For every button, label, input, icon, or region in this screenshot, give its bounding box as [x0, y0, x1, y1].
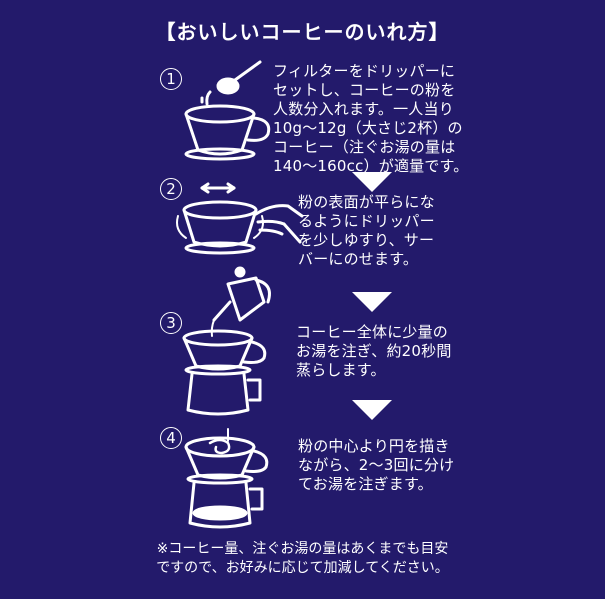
- step-1-text: フィルターをドリッパーに セットし、コーヒーの粉を 人数分入れます。一人当り 1…: [273, 62, 469, 175]
- kettle-pouring-into-dripper-on-server-icon: [182, 266, 271, 416]
- step-number-1: 1: [160, 68, 182, 90]
- hand-shaking-dripper-icon: [176, 182, 304, 255]
- down-arrow-icon: [352, 400, 392, 420]
- spiral-pour-dripper-on-server-icon: [184, 428, 269, 529]
- step-4-text: 粉の中心より円を描き ながら、2〜3回に分け てお湯を注ぎます。: [298, 437, 455, 493]
- step-number-2: 2: [160, 178, 182, 200]
- page-title: 【おいしいコーヒーのいれ方】: [155, 20, 450, 44]
- step-number-4: 4: [160, 427, 182, 449]
- step-number-3: 3: [160, 312, 182, 334]
- down-arrow-icon: [352, 292, 392, 312]
- dripper-with-scoop-icon: [184, 60, 271, 161]
- step-3-text: コーヒー全体に少量の お湯を注ぎ、約20秒間 蒸らします。: [296, 323, 452, 379]
- note-text: ※コーヒー量、注ぐお湯の量はあくまでも目安 ですので、お好みに応じて加減してくだ…: [156, 541, 449, 576]
- step-2-text: 粉の表面が平らにな るようにドリッパー を少しゆすり、サー バーにのせます。: [298, 193, 435, 268]
- down-arrow-icon: [352, 172, 392, 192]
